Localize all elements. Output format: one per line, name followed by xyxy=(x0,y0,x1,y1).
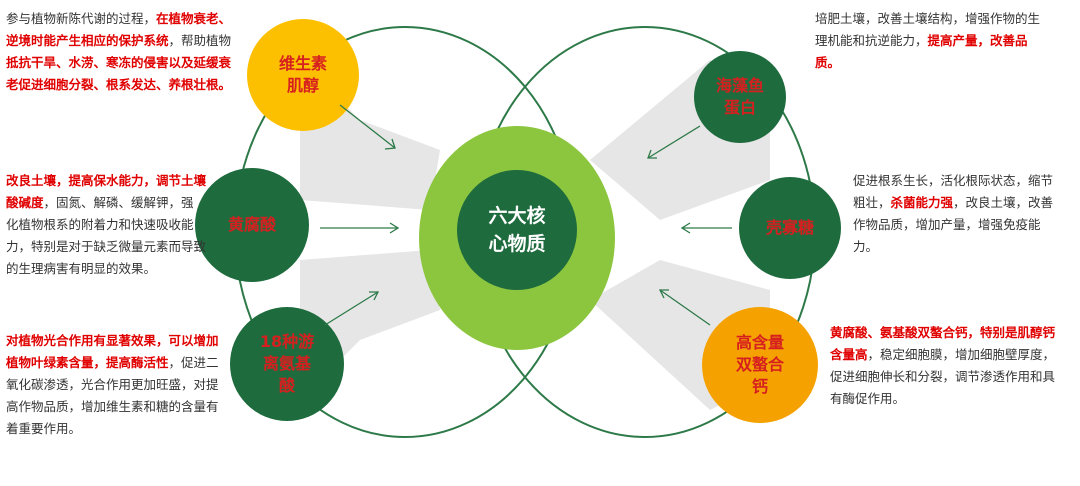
body-text: 参与植物新陈代谢的过程， xyxy=(6,11,157,26)
calcium-description: 黄腐酸、氨基酸双螯合钙，特别是肌醇钙含量高，稳定细胞膜，增加细胞壁厚度，促进细胞… xyxy=(830,322,1058,410)
chitosan-description: 促进根系生长，活化根际状态，缩节粗壮，杀菌能力强，改良土壤，改善作物品质，增加产… xyxy=(853,170,1063,258)
node-vitamin-label: 维生素 肌醇 xyxy=(278,54,327,95)
arrow-amino xyxy=(324,291,379,326)
body-text: ，促进二氧化碳渗透，光合作用更加旺盛，对提高作物品质，增加维生素和糖的含量有着重… xyxy=(6,355,219,436)
center-label: 六大核 心物质 xyxy=(488,205,546,255)
arrow-vitamin-head xyxy=(384,138,396,150)
node-humic-label: 黄腐酸 xyxy=(227,215,276,234)
node-vitamin-circle xyxy=(247,19,359,131)
node-chitosan-label: 壳寡糖 xyxy=(765,218,814,237)
arrow-humic-head xyxy=(389,222,400,234)
body-text: ，改良土壤，改善作物品质，增加产量，增强免疫能力。 xyxy=(853,195,1054,254)
arrow-calcium-head xyxy=(658,289,669,299)
body-text: 培肥土壤，改善土壤结构，增强作物的生理机能和抗逆能力， xyxy=(815,11,1041,48)
body-text: ，固氮、解磷、缓解钾，强化植物根系的附着力和快速吸收能力，特别是对于缺乏微量元素… xyxy=(6,195,207,276)
highlight-text: 改良土壤，提高保水能力，调节土壤酸碱度 xyxy=(6,173,207,210)
node-seaweed-label: 海藻鱼 蛋白 xyxy=(715,76,764,117)
body-text: ，帮助植物 xyxy=(168,33,232,48)
node-amino-circle xyxy=(230,307,344,421)
arrow-seaweed-head xyxy=(647,149,657,159)
node-seaweed-circle xyxy=(694,51,786,143)
highlight-text: 杀菌能力强 xyxy=(890,195,954,210)
node-calcium-circle xyxy=(702,307,818,423)
arrow-calcium xyxy=(659,289,711,326)
arrow-chitosan-head xyxy=(680,222,691,234)
arrows xyxy=(320,104,732,326)
node-calcium-label: 高含量 双螯合 钙 xyxy=(735,333,784,396)
body-text: 促进根系生长，活化根际状态，缩节粗壮， xyxy=(853,173,1054,210)
highlight-text: 抵抗干旱、水涝、寒冻的侵害以及延缓衰老促进细胞分裂、根系发达、养根壮根。 xyxy=(6,55,232,92)
seaweed-description: 培肥土壤，改善土壤结构，增强作物的生理机能和抗逆能力，提高产量，改善品质。 xyxy=(815,8,1047,74)
center-inner-circle xyxy=(457,170,577,290)
highlight-text: 提高产量，改善品质。 xyxy=(815,33,1028,70)
vitamin-description: 参与植物新陈代谢的过程，在植物衰老、逆境时能产生相应的保护系统，帮助植物抵抗干旱… xyxy=(6,8,240,96)
highlight-text: 黄腐酸、氨基酸双螯合钙，特别是肌醇钙含量高 xyxy=(830,325,1056,362)
humic-description: 改良土壤，提高保水能力，调节土壤酸碱度，固氮、解磷、缓解钾，强化植物根系的附着力… xyxy=(6,170,206,280)
node-chitosan-circle xyxy=(739,177,841,279)
node-humic-circle xyxy=(195,168,309,282)
highlight-text: 对植物光合作用有显著效果，可以增加植物叶绿素含量，提高酶活性 xyxy=(6,333,219,370)
arrow-amino-head xyxy=(369,291,380,301)
arrow-vitamin xyxy=(339,104,396,149)
body-text: ，稳定细胞膜，增加细胞壁厚度，促进细胞伸长和分裂，调节渗透作用和具有酶促作用。 xyxy=(830,347,1056,406)
highlight-text: 在植物衰老、逆境时能产生相应的保护系统 xyxy=(6,11,232,48)
node-amino-label: 18种游 离氨基 酸 xyxy=(259,332,315,395)
amino-description: 对植物光合作用有显著效果，可以增加植物叶绿素含量，提高酶活性，促进二氧化碳渗透，… xyxy=(6,330,220,440)
arrow-seaweed xyxy=(647,125,701,159)
